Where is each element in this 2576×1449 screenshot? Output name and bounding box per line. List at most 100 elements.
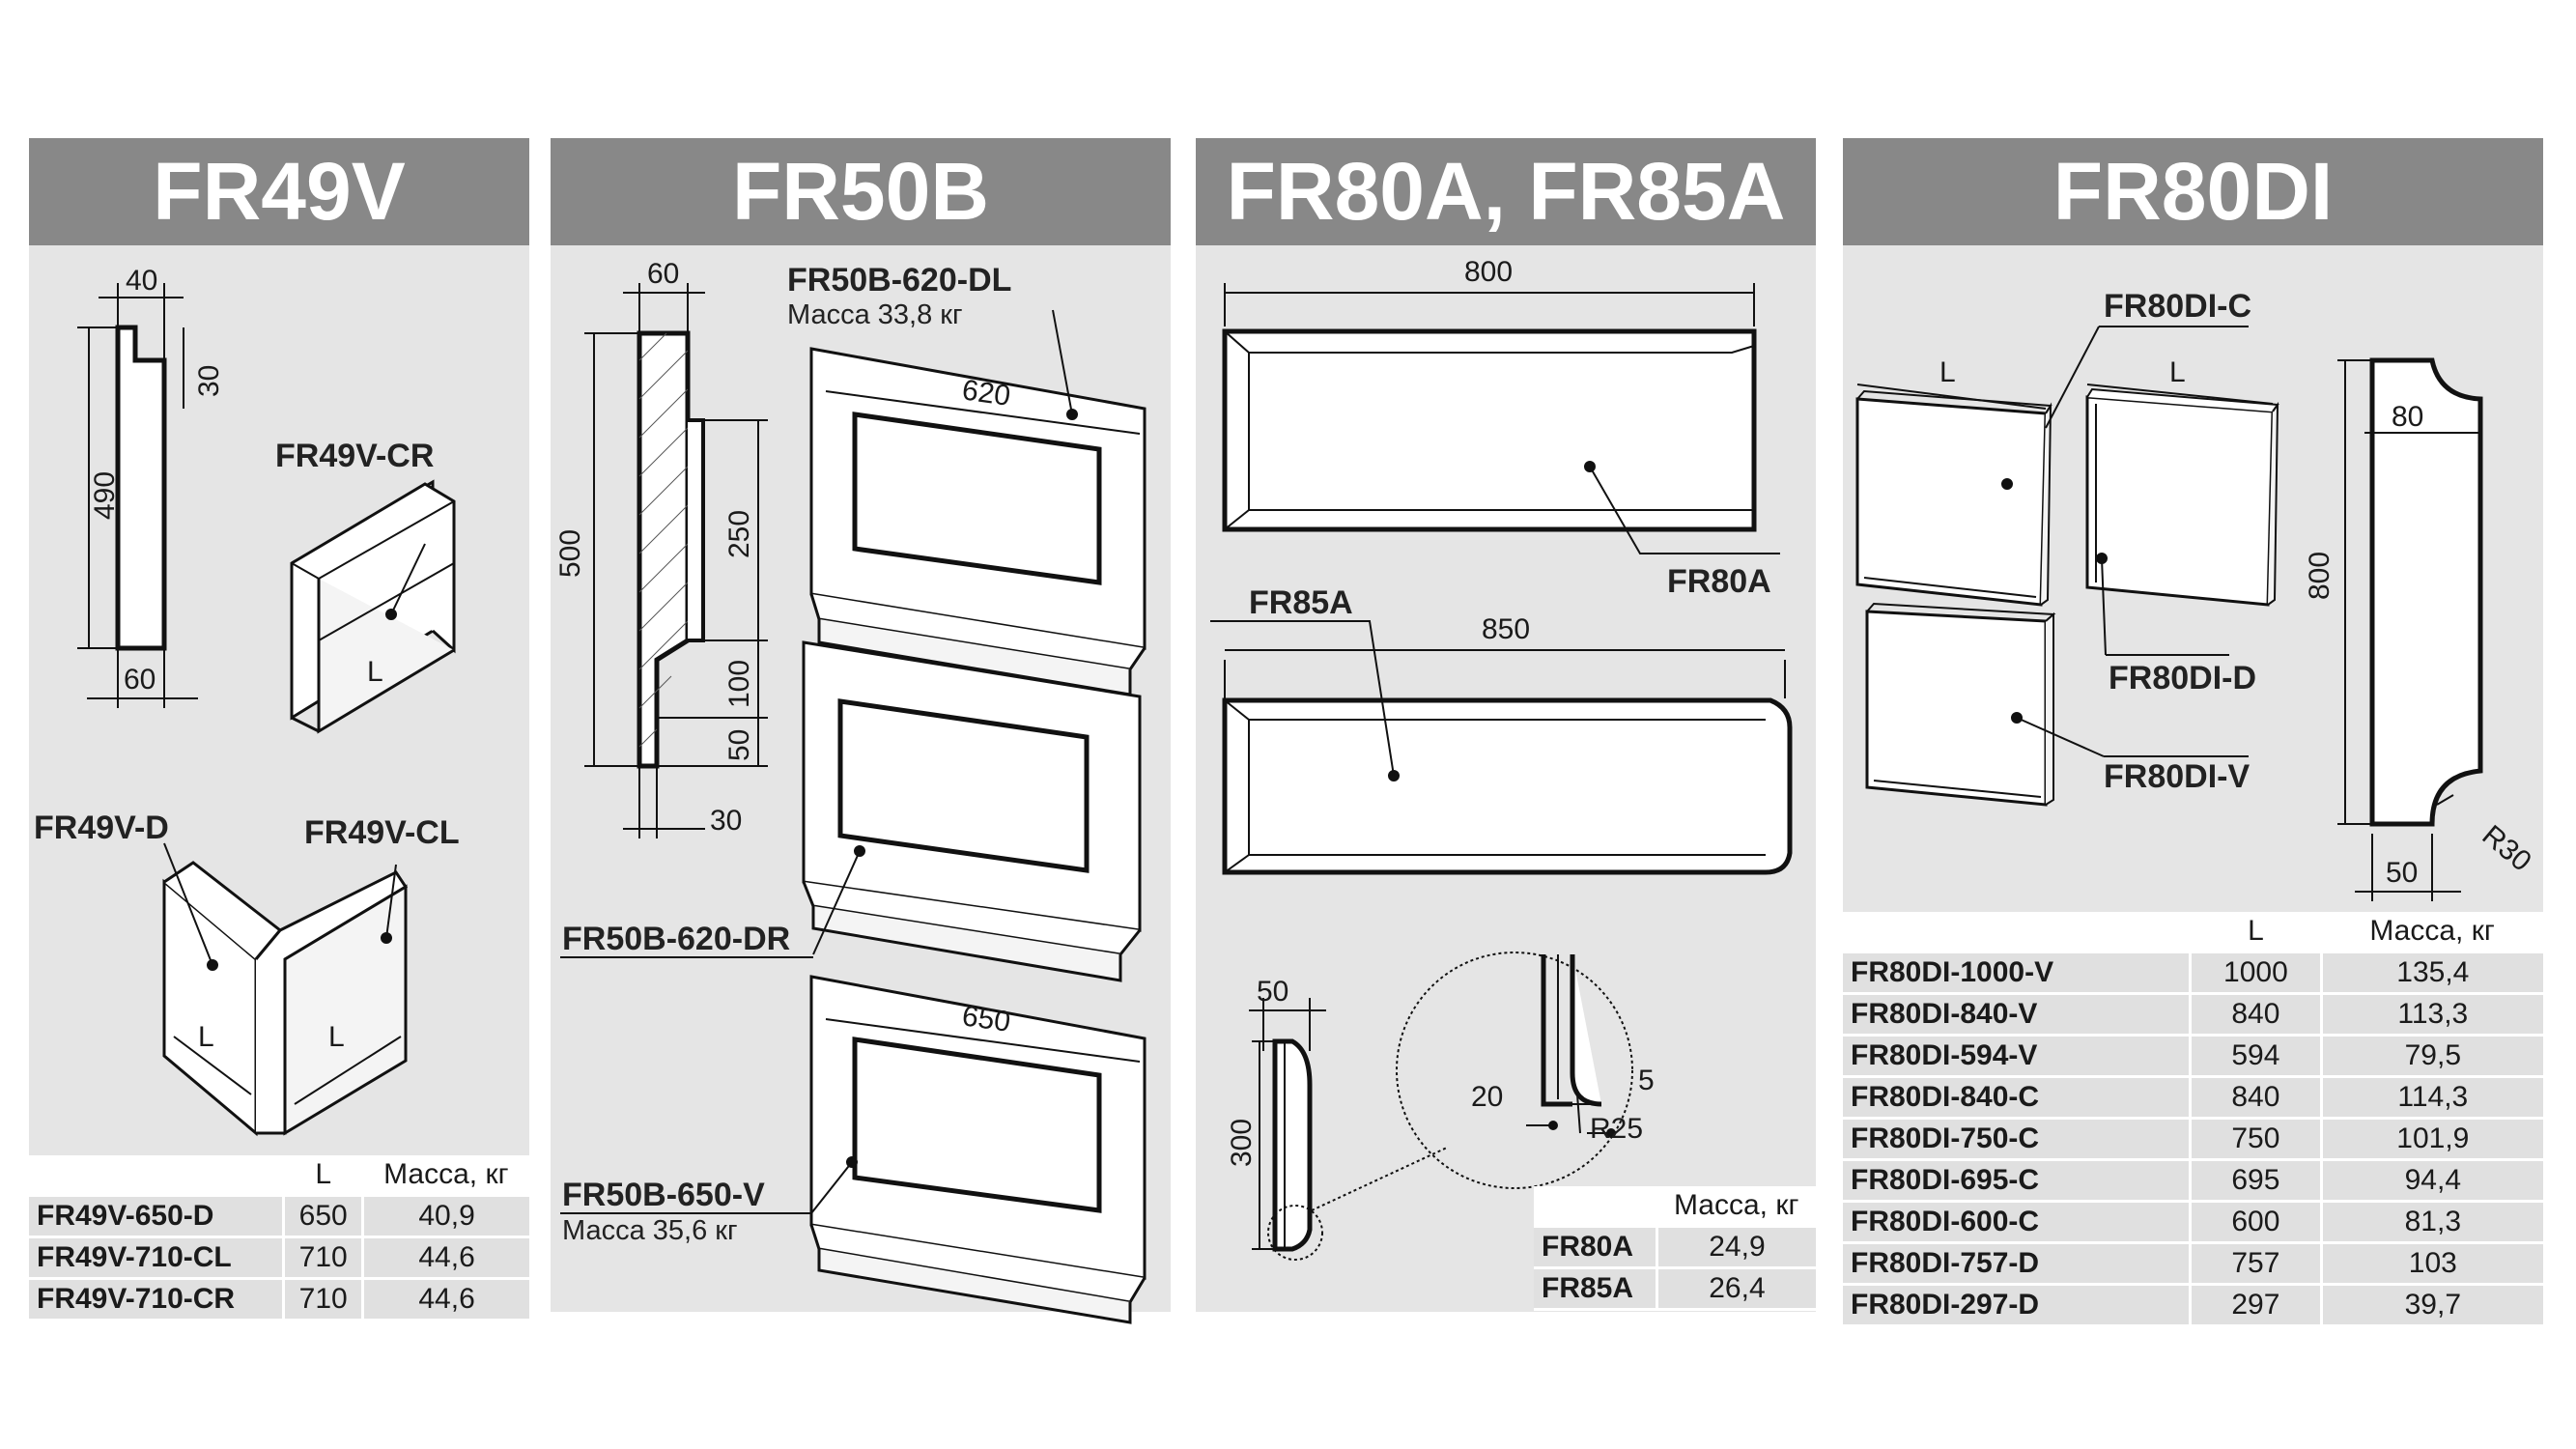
fr80a-drawing: 800 FR80A FR85A 850 50 300 20 5 R25 <box>1210 256 1793 1261</box>
table-row: FR49V-710-CL 710 44,6 <box>29 1236 529 1280</box>
dim-top: 60 <box>647 258 679 290</box>
cell-name: FR85A <box>1534 1267 1657 1311</box>
dim-w650: 650 <box>960 1000 1012 1038</box>
dim-base: 50 <box>723 729 755 761</box>
col-name <box>29 1155 284 1197</box>
col-mass: Масса, кг <box>1656 1186 1816 1228</box>
panel-title: FR80DI <box>1843 138 2543 245</box>
col-mass: Масса, кг <box>2321 912 2543 953</box>
cell-mass: 101,9 <box>2319 1118 2543 1161</box>
dim-d80: 80 <box>2392 401 2423 433</box>
label-fr80a: FR80A <box>1667 563 1771 600</box>
cell-l: 695 <box>2189 1159 2322 1203</box>
dim-w620: 620 <box>960 374 1012 412</box>
dim-l-d: L <box>2169 356 2186 388</box>
cell-mass: 44,6 <box>361 1236 529 1280</box>
label-l-cl: L <box>328 1021 345 1053</box>
dim-foot: 30 <box>710 805 742 837</box>
fr80di-drawing: L L FR80DI-C FR80DI-D FR80DI-V 80 800 50… <box>1855 288 2537 901</box>
cell-l: 594 <box>2189 1035 2322 1078</box>
cell-mass: 113,3 <box>2319 993 2543 1037</box>
cell-mass: 94,4 <box>2319 1159 2543 1203</box>
label-cr: FR49V-CR <box>275 438 434 474</box>
cell-mass: 81,3 <box>2319 1201 2543 1244</box>
table-header: L Масса, кг <box>29 1155 529 1197</box>
cell-mass: 44,6 <box>361 1278 529 1321</box>
dim-w800: 800 <box>1464 256 1513 288</box>
cell-mass: 24,9 <box>1655 1226 1816 1269</box>
cell-name: FR80DI-757-D <box>1843 1242 2191 1286</box>
fr49v-drawing: 40 30 490 60 FR49V-CR L FR49V-D FR49V-CL… <box>34 265 460 1137</box>
dim-height: 500 <box>554 529 586 578</box>
cell-l: 840 <box>2189 993 2322 1037</box>
cell-mass: 135,4 <box>2319 952 2543 995</box>
dim-low: 100 <box>723 660 755 708</box>
cell-l: 650 <box>282 1195 363 1238</box>
table-row: FR80A 24,9 <box>1534 1226 1816 1269</box>
cell-l: 750 <box>2189 1118 2322 1161</box>
dim-h800: 800 <box>2304 552 2335 600</box>
col-l: L <box>2190 912 2322 953</box>
dim-d50: 50 <box>2386 857 2418 889</box>
dim-top: 40 <box>126 265 157 297</box>
cell-name: FR80DI-1000-V <box>1843 952 2191 995</box>
panel-title: FR49V <box>29 138 529 245</box>
cell-mass: 79,5 <box>2319 1035 2543 1078</box>
label-dr: FR50B-620-DR <box>562 921 790 957</box>
label-v-mass: Масса 35,6 кг <box>562 1215 738 1246</box>
label-d: FR80DI-D <box>2109 660 2256 696</box>
table-row: FR85A 26,4 <box>1534 1267 1816 1311</box>
dim-mid: 250 <box>723 510 755 558</box>
table-row: FR49V-650-D 650 40,9 <box>29 1195 529 1238</box>
cell-name: FR80DI-840-C <box>1843 1076 2191 1120</box>
label-fr85a: FR85A <box>1249 584 1353 621</box>
panel-fr49v: FR49V <box>29 138 529 1321</box>
cell-name: FR80DI-750-C <box>1843 1118 2191 1161</box>
panel-title: FR50B <box>551 138 1171 245</box>
dim-d20: 20 <box>1471 1081 1503 1113</box>
dim-d50: 50 <box>1257 976 1288 1008</box>
cell-l: 297 <box>2189 1284 2322 1327</box>
dim-r25: R25 <box>1590 1113 1643 1145</box>
cell-name: FR80DI-840-V <box>1843 993 2191 1037</box>
label-dl-mass: Масса 33,8 кг <box>787 299 963 330</box>
fr80a-table: Масса, кг FR80A 24,9 FR85A 26,4 <box>1534 1186 1816 1311</box>
dim-height: 490 <box>89 471 121 520</box>
cell-l: 1000 <box>2189 952 2322 995</box>
cell-mass: 39,7 <box>2319 1284 2543 1327</box>
panel-title: FR80A, FR85A <box>1196 138 1816 245</box>
cell-mass: 26,4 <box>1655 1267 1816 1311</box>
panel-fr80a: FR80A, FR85A <box>1196 138 1816 1312</box>
cell-l: 757 <box>2189 1242 2322 1286</box>
dim-d5: 5 <box>1638 1065 1655 1096</box>
dim-bottom: 60 <box>124 664 156 696</box>
label-l-cr: L <box>367 656 383 688</box>
panel-fr80di: FR80DI <box>1843 138 2543 1327</box>
dim-side: 30 <box>193 365 225 397</box>
label-d: FR49V-D <box>34 810 169 846</box>
table-row: FR49V-710-CR 710 44,6 <box>29 1278 529 1321</box>
cell-l: 710 <box>282 1278 363 1321</box>
fr50b-drawing: 60 500 250 100 50 30 620 650 FR50B-620-D… <box>554 258 1146 1324</box>
cell-mass: 103 <box>2319 1242 2543 1286</box>
cell-name: FR80A <box>1534 1226 1657 1269</box>
label-v: FR80DI-V <box>2104 758 2250 795</box>
label-c: FR80DI-C <box>2104 288 2251 325</box>
cell-l: 600 <box>2189 1201 2322 1244</box>
dim-l-c: L <box>1939 356 1956 388</box>
label-dl: FR50B-620-DL <box>787 262 1011 298</box>
cell-l: 840 <box>2189 1076 2322 1120</box>
col-l: L <box>283 1155 363 1197</box>
cell-name: FR80DI-297-D <box>1843 1284 2191 1327</box>
table-header: Масса, кг <box>1534 1186 1816 1228</box>
col-mass: Масса, кг <box>362 1155 529 1197</box>
dim-r30: R30 <box>2477 819 2537 878</box>
